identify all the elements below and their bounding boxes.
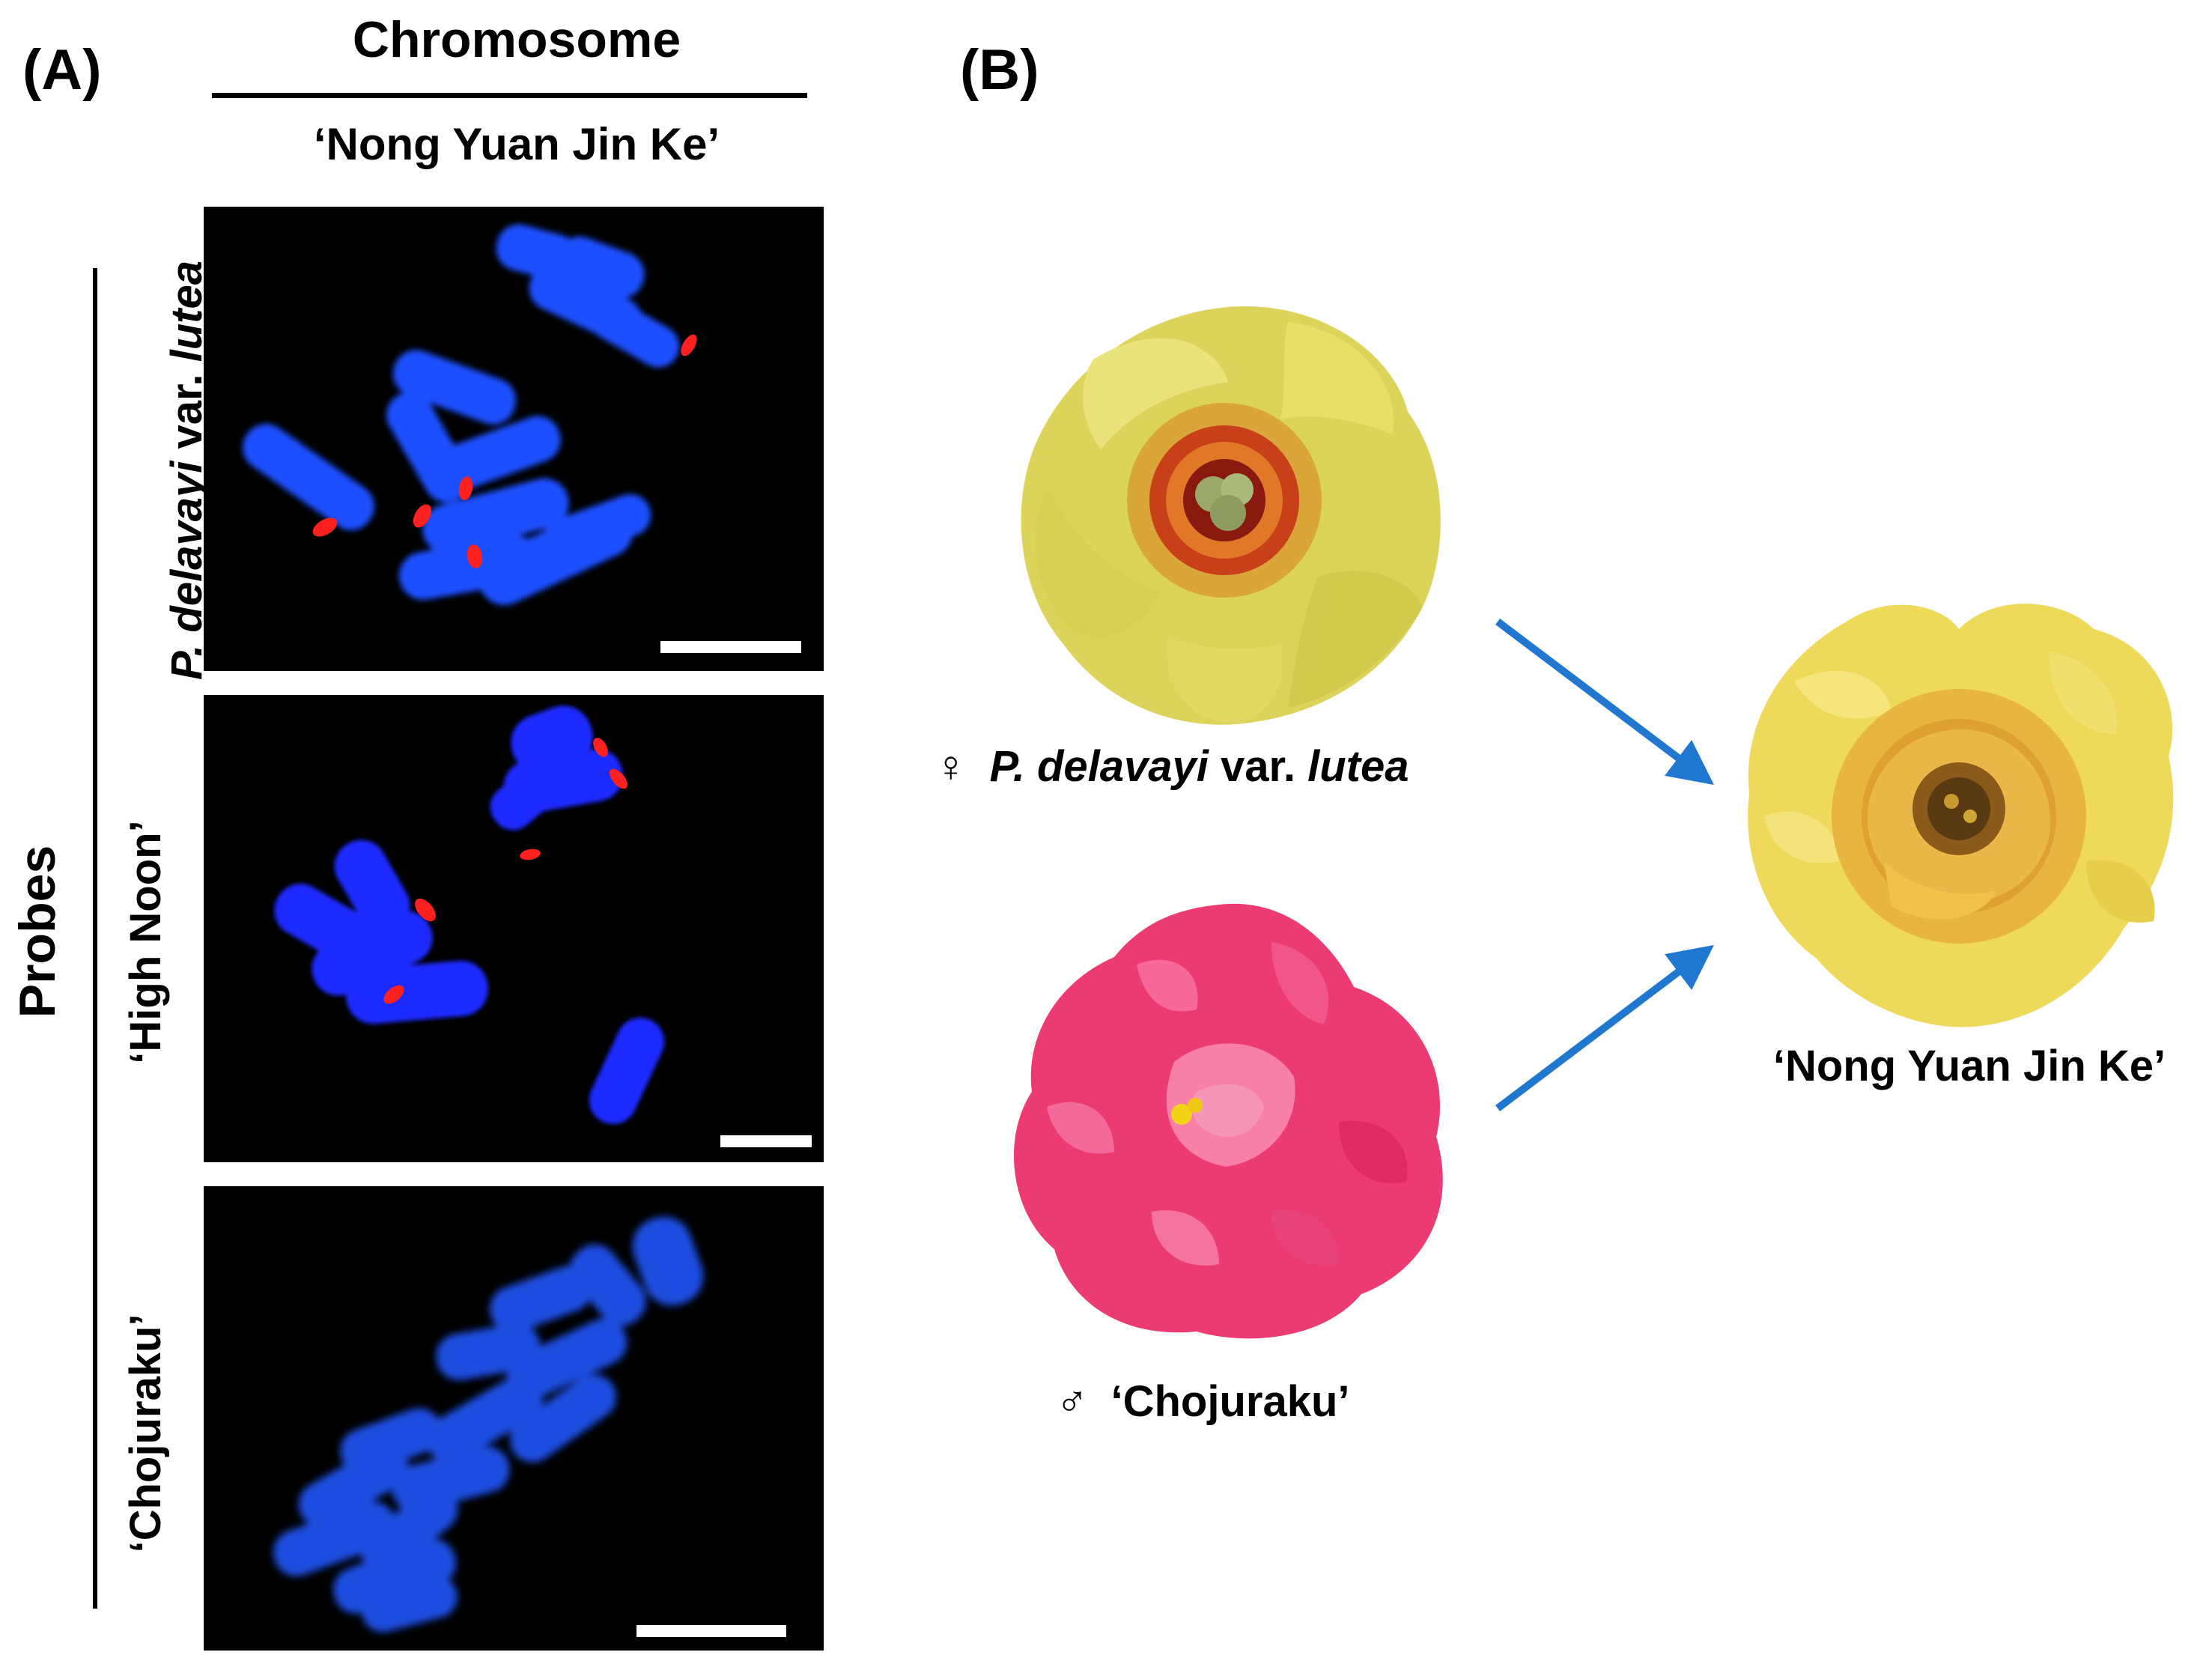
arrow-icon	[1495, 619, 1714, 786]
female-variety-italic: lutea	[1307, 742, 1409, 791]
header-rule	[212, 93, 807, 98]
arrow-icon	[1495, 944, 1714, 1111]
offspring-peony-image	[1734, 577, 2184, 1041]
fish-image-delavayi	[204, 207, 824, 671]
female-var: var.	[1208, 742, 1308, 791]
probe-label-chojuraku: ‘Chojuraku’	[121, 1314, 170, 1553]
offspring-label: ‘Nong Yuan Jin Ke’	[1772, 1042, 2166, 1090]
female-symbol-icon: ♀	[935, 742, 967, 791]
probes-label: Probes	[9, 845, 66, 1018]
panel-b-label: (B)	[960, 38, 1039, 102]
yellow-peony-image	[1003, 292, 1453, 734]
fish-image-chojuraku	[204, 1186, 824, 1651]
female-parent-label: ♀ P. delavayi var. lutea	[935, 741, 1504, 792]
probe-label-high-noon: ‘High Noon’	[121, 820, 170, 1064]
male-parent-label: ♂ ‘Chojuraku’	[1056, 1376, 1475, 1427]
probes-rule	[93, 268, 97, 1609]
column-header: Chromosome	[352, 11, 681, 68]
scale-bar	[636, 1625, 786, 1637]
pink-peony-image	[1002, 897, 1451, 1346]
scale-bar	[720, 1135, 812, 1147]
fish-image-high-noon	[204, 695, 824, 1162]
male-symbol-icon: ♂	[1056, 1377, 1089, 1426]
scale-bar	[660, 641, 801, 653]
male-cultivar-name: ‘Chojuraku’	[1110, 1377, 1350, 1426]
panel-a-label: (A)	[22, 38, 102, 102]
female-species-italic: P. delavayi	[989, 742, 1209, 791]
sample-name: ‘Nong Yuan Jin Ke’	[313, 119, 720, 169]
cross-arrows	[1495, 619, 1714, 1111]
